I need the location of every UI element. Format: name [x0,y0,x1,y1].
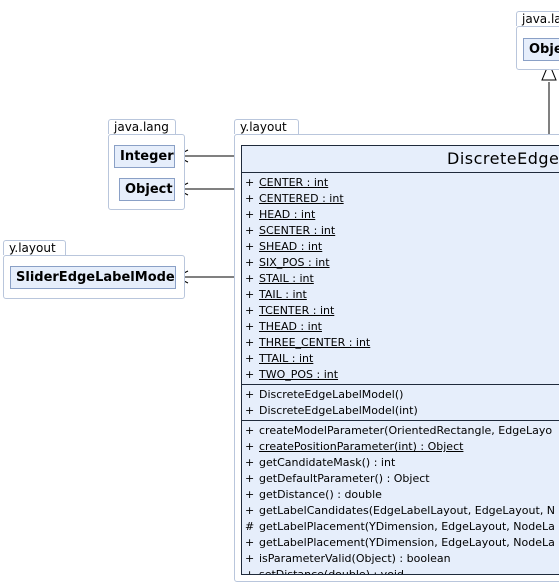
visibility-marker: + [245,320,255,333]
visibility-marker: + [245,304,255,317]
visibility-marker: + [245,552,255,565]
visibility-marker: + [245,568,255,575]
constructors-section: + DiscreteEdgeLabelModel() + DiscreteEdgeLa… [242,385,559,421]
field-row: + TWO_POS : int [245,367,559,383]
constructor-row: + DiscreteEdgeLabelModel(int) [245,403,559,419]
field-row-text: SIX_POS : int [259,256,330,269]
method-row: + isParameterValid(Object) : boolean [245,551,559,567]
method-row: + setDistance(double) : void [245,567,559,575]
method-row: + getLabelCandidates(EdgeLabelLayout, Edg… [245,503,559,519]
method-row: + getLabelPlacement(YDimension, EdgeLayou… [245,535,559,551]
field-row-text: TCENTER : int [259,304,335,317]
visibility-marker: + [245,472,255,485]
method-row-text: getLabelCandidates(EdgeLabelLayout, Edge… [259,504,556,517]
field-row: + STAIL : int [245,271,559,287]
method-row-text: setDistance(double) : void [259,568,404,575]
visibility-marker: + [245,488,255,501]
method-row-text: getDistance() : double [259,488,382,501]
visibility-marker: + [245,504,255,517]
method-row-text: isParameterValid(Object) : boolean [259,552,451,565]
field-row-text: TTAIL : int [259,352,314,365]
visibility-marker: + [245,352,255,365]
field-row-text: TWO_POS : int [259,368,339,381]
field-row: + THREE_CENTER : int [245,335,559,351]
field-row-text: SHEAD : int [259,240,323,253]
field-row: + HEAD : int [245,207,559,223]
field-row-text: HEAD : int [259,208,316,221]
method-row: + createModelParameter(OrientedRectangle,… [245,423,559,439]
visibility-marker: + [245,176,255,189]
method-row: + getDefaultParameter() : Object [245,471,559,487]
field-row-text: THREE_CENTER : int [259,336,371,349]
visibility-marker: + [245,456,255,469]
method-row-text: getCandidateMask() : int [259,456,396,469]
field-row: + TAIL : int [245,287,559,303]
class-integer[interactable]: Integer [114,145,175,168]
field-row-text: TAIL : int [259,288,307,301]
field-row: + TCENTER : int [245,303,559,319]
field-row: + SCENTER : int [245,223,559,239]
visibility-marker: + [245,288,255,301]
visibility-marker: + [245,224,255,237]
constructor-row-text: DiscreteEdgeLabelModel(int) [259,404,418,417]
method-row-text: createPositionParameter(int) : Object [259,440,464,453]
class-object-top[interactable]: Obje [523,38,559,61]
visibility-marker: + [245,240,255,253]
visibility-marker: + [245,536,255,549]
field-row: + CENTERED : int [245,191,559,207]
visibility-marker: + [245,404,255,417]
field-row-text: THEAD : int [259,320,322,333]
class-discrete-edge-label-model[interactable]: DiscreteEdge + CENTER : int + CENTERED : in… [241,145,559,575]
visibility-marker: + [245,336,255,349]
field-row: + SHEAD : int [245,239,559,255]
class-title: DiscreteEdge [242,146,559,173]
field-row: + SIX_POS : int [245,255,559,271]
field-row-text: CENTERED : int [259,192,344,205]
field-row-text: SCENTER : int [259,224,336,237]
package-tab-y-layout-main: y.layout [234,119,299,134]
visibility-marker: + [245,424,255,437]
constructor-row-text: DiscreteEdgeLabelModel() [259,388,404,401]
visibility-marker: + [245,272,255,285]
package-tab-java-lang-left: java.lang [108,119,176,134]
constructor-row: + DiscreteEdgeLabelModel() [245,387,559,403]
field-row-text: CENTER : int [259,176,329,189]
methods-section: + createModelParameter(OrientedRectangle,… [242,421,559,575]
method-row-text: getLabelPlacement(YDimension, EdgeLayout… [259,536,555,549]
method-row-text: createModelParameter(OrientedRectangle, … [259,424,553,437]
visibility-marker: # [245,520,255,533]
method-row: + getDistance() : double [245,487,559,503]
method-row-text: getLabelPlacement(YDimension, EdgeLayout… [259,520,555,533]
visibility-marker: + [245,256,255,269]
visibility-marker: + [245,388,255,401]
method-row-text: getDefaultParameter() : Object [259,472,430,485]
visibility-marker: + [245,440,255,453]
fields-section: +CENTER : int+CENTERED : int+HEAD : int+… [242,173,559,385]
field-row: + TTAIL : int [245,351,559,367]
class-object-left[interactable]: Object [119,178,175,201]
field-row-text: STAIL : int [259,272,314,285]
visibility-marker: + [245,368,255,381]
field-row: + THEAD : int [245,319,559,335]
method-row: + createPositionParameter(int) : Object [245,439,559,455]
package-tab-java-lang-top: java.la [516,11,559,26]
method-row: + getCandidateMask() : int [245,455,559,471]
field-row: + CENTER : int [245,175,559,191]
method-row: # getLabelPlacement(YDimension, EdgeLayou… [245,519,559,535]
visibility-marker: + [245,208,255,221]
visibility-marker: + [245,192,255,205]
package-tab-y-layout-slider: y.layout [3,240,66,255]
generalization-arrowhead [541,61,557,81]
class-slider-edge-label-model[interactable]: SliderEdgeLabelModel [10,266,176,289]
